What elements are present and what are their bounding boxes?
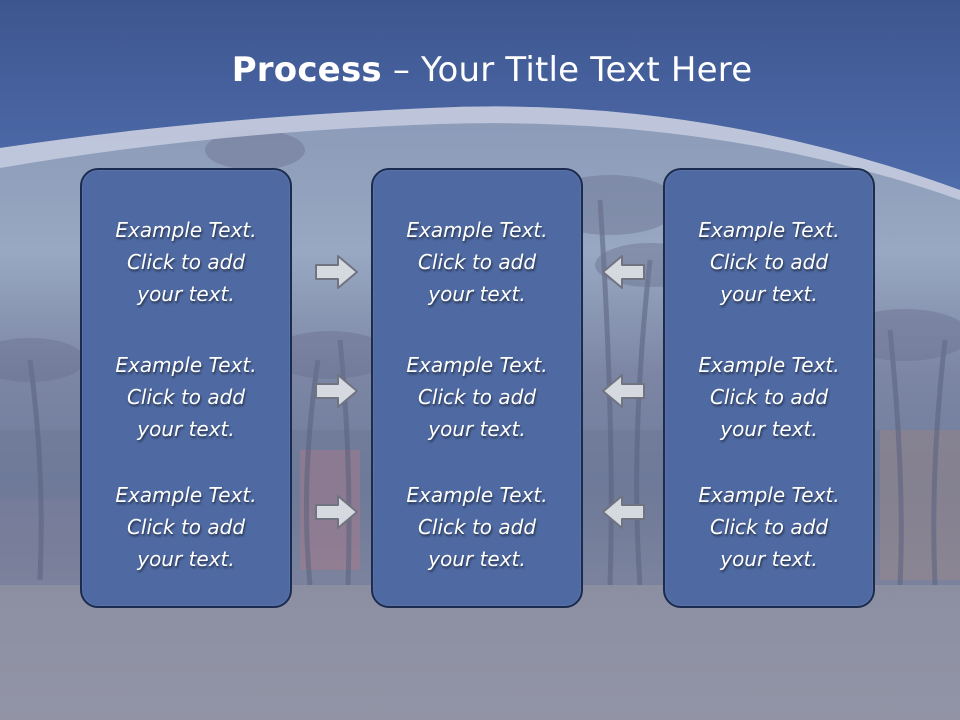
- title-bold: Process: [231, 50, 382, 90]
- arrow-left-icon: [602, 374, 645, 408]
- text-block[interactable]: Example Text. Click to add your text.: [373, 214, 581, 310]
- text-line: Example Text.: [698, 483, 840, 507]
- text-block[interactable]: Example Text. Click to add your text.: [665, 349, 873, 445]
- text-line: your text.: [720, 547, 818, 571]
- text-line: Click to add: [709, 515, 829, 539]
- process-column-left[interactable]: Example Text. Click to add your text. Ex…: [80, 168, 292, 608]
- text-line: Example Text.: [406, 483, 548, 507]
- text-line: Click to add: [126, 385, 246, 409]
- text-block[interactable]: Example Text. Click to add your text.: [82, 349, 290, 445]
- text-line: your text.: [137, 547, 235, 571]
- text-line: Click to add: [126, 515, 246, 539]
- text-block[interactable]: Example Text. Click to add your text.: [373, 479, 581, 575]
- text-line: your text.: [137, 282, 235, 306]
- arrow-left-icon: [602, 255, 645, 289]
- text-line: Click to add: [126, 250, 246, 274]
- text-block[interactable]: Example Text. Click to add your text.: [665, 479, 873, 575]
- text-line: Click to add: [417, 385, 537, 409]
- text-line: your text.: [720, 282, 818, 306]
- text-line: Example Text.: [698, 353, 840, 377]
- arrow-right-icon: [315, 255, 358, 289]
- process-column-right[interactable]: Example Text. Click to add your text. Ex…: [663, 168, 875, 608]
- process-column-center[interactable]: Example Text. Click to add your text. Ex…: [371, 168, 583, 608]
- slide-title[interactable]: Process – Your Title Text Here: [0, 50, 960, 90]
- text-block[interactable]: Example Text. Click to add your text.: [373, 349, 581, 445]
- text-line: Click to add: [709, 250, 829, 274]
- text-line: Example Text.: [406, 218, 548, 242]
- arrow-right-icon: [315, 495, 358, 529]
- text-line: your text.: [428, 417, 526, 441]
- header-band: [0, 0, 960, 200]
- text-line: your text.: [137, 417, 235, 441]
- text-block[interactable]: Example Text. Click to add your text.: [82, 214, 290, 310]
- text-line: Example Text.: [115, 483, 257, 507]
- text-line: Click to add: [417, 250, 537, 274]
- text-line: your text.: [428, 282, 526, 306]
- text-line: your text.: [428, 547, 526, 571]
- arrow-left-icon: [602, 495, 645, 529]
- text-line: your text.: [720, 417, 818, 441]
- text-block[interactable]: Example Text. Click to add your text.: [82, 479, 290, 575]
- arrow-right-icon: [315, 374, 358, 408]
- text-line: Click to add: [417, 515, 537, 539]
- text-line: Example Text.: [406, 353, 548, 377]
- title-rest: – Your Title Text Here: [381, 50, 753, 90]
- text-line: Example Text.: [115, 353, 257, 377]
- text-block[interactable]: Example Text. Click to add your text.: [665, 214, 873, 310]
- text-line: Example Text.: [698, 218, 840, 242]
- text-line: Click to add: [709, 385, 829, 409]
- text-line: Example Text.: [115, 218, 257, 242]
